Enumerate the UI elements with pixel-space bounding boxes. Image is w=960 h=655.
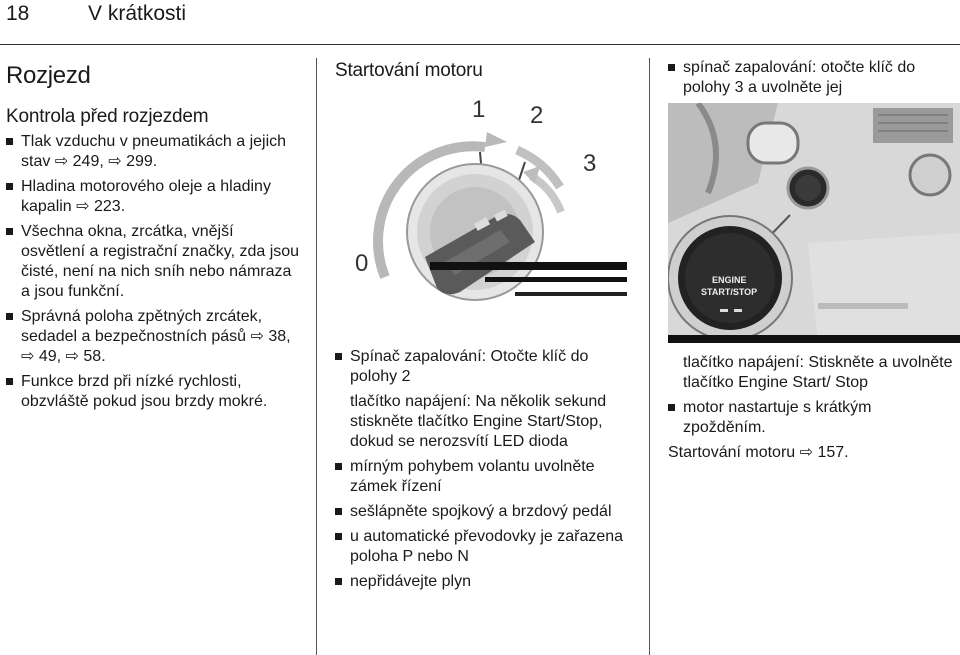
list-item: nepřidávejte plyn [335, 572, 635, 592]
reference-text: Startování motoru ⇨ 157. [668, 444, 849, 461]
list-item: motor nastartuje s krátkým zpožděním. [668, 398, 958, 438]
start-stop-figure: ENGINE START/STOP [668, 103, 960, 343]
dashboard-photo-icon [668, 103, 960, 343]
ignition-diagram-icon [335, 92, 627, 327]
list-item: Funkce brzd při nízké rychlosti, obzvláš… [6, 372, 301, 412]
page-header: 18 V krátkosti [0, 0, 960, 46]
list-item: spínač zapalování: otočte klíč do polohy… [668, 58, 958, 98]
paragraph: tlačítko napájení: Na několik sekund sti… [350, 393, 607, 450]
position-label-0: 0 [355, 250, 369, 277]
list-item: Spínač zapalování: Otočte klíč do polohy… [335, 347, 635, 387]
position-label-3: 3 [583, 150, 597, 177]
position-label-2: 2 [530, 102, 544, 129]
list-item: sešlápněte spojkový a brzdový pedál [335, 502, 635, 522]
list-item: Správná poloha zpětných zrcátek, sedadel… [6, 307, 301, 367]
button-label-line-1: ENGINE [712, 275, 747, 285]
column-divider-1 [316, 58, 317, 655]
ignition-key-figure: 0 1 2 3 [335, 92, 627, 327]
subsection-title: Kontrola před rozjezdem [6, 106, 209, 127]
header-rule [0, 44, 960, 45]
list-item: Tlak vzduchu v pneumatikách a jejich sta… [6, 132, 301, 172]
position-label-1: 1 [472, 96, 486, 123]
list-item: Hladina motorového oleje a hladiny kapal… [6, 177, 301, 217]
page-title: Rozjezd [6, 62, 91, 89]
section-heading: Startování motoru [335, 60, 483, 81]
list-item: mírným pohybem volantu uvolněte zámek ří… [335, 457, 635, 497]
page-number: 18 [6, 2, 30, 25]
list-item: u automatické převodovky je zařazena pol… [335, 527, 635, 567]
column-2: Startování motoru [335, 58, 635, 597]
column-divider-2 [649, 58, 650, 655]
paragraph: tlačítko napájení: Stiskněte a uvolněte … [683, 354, 953, 391]
column-1: Rozjezd Kontrola před rozjezdem Tlak vzd… [6, 58, 301, 417]
section-title: V krátkosti [88, 2, 187, 25]
button-label-line-2: START/STOP [701, 287, 758, 297]
list-item: Všechna okna, zrcátka, vnější osvětlení … [6, 222, 301, 302]
column-3: spínač zapalování: otočte klíč do polohy… [668, 58, 960, 463]
